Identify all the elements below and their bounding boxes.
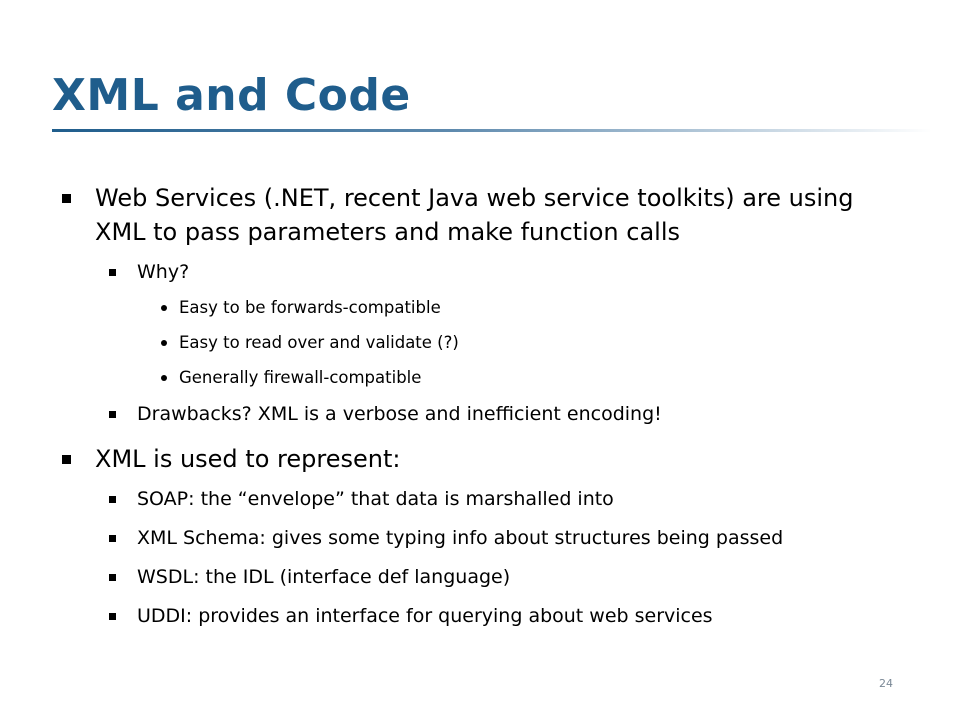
square-bullet-icon	[109, 411, 116, 418]
square-bullet-icon	[109, 496, 116, 503]
square-bullet-icon	[62, 455, 71, 464]
dot-bullet-icon	[161, 375, 167, 381]
sub-sub-bullet-forwards-compatible: Easy to be forwards-compatible	[161, 297, 901, 319]
sub-bullet-drawbacks: Drawbacks? XML is a verbose and ineffici…	[109, 401, 909, 427]
sub-sub-bullet-text: Generally firewall-compatible	[179, 368, 422, 387]
sub-bullet-soap: SOAP: the “envelope” that data is marsha…	[109, 486, 909, 512]
sub-sub-bullet-firewall: Generally firewall-compatible	[161, 367, 901, 389]
square-bullet-icon	[62, 194, 71, 203]
square-bullet-icon	[109, 613, 116, 620]
sub-sub-bullet-text: Easy to be forwards-compatible	[179, 298, 441, 317]
sub-bullet-text: Why?	[137, 261, 190, 283]
title-underline	[52, 129, 932, 132]
sub-bullet-text: XML Schema: gives some typing info about…	[137, 527, 784, 549]
dot-bullet-icon	[161, 340, 167, 346]
sub-bullet-text: Drawbacks? XML is a verbose and ineffici…	[137, 403, 662, 425]
sub-bullet-why: Why?	[109, 259, 909, 285]
square-bullet-icon	[109, 574, 116, 581]
page-number: 24	[879, 677, 893, 690]
bullet-text: Web Services (.NET, recent Java web serv…	[95, 184, 854, 246]
square-bullet-icon	[109, 269, 116, 276]
sub-bullet-xml-schema: XML Schema: gives some typing info about…	[109, 525, 909, 551]
bullet-text: XML is used to represent:	[95, 445, 401, 473]
sub-sub-bullet-read-validate: Easy to read over and validate (?)	[161, 332, 901, 354]
sub-bullet-wsdl: WSDL: the IDL (interface def language)	[109, 564, 909, 590]
slide-title: XML and Code	[52, 70, 411, 121]
bullet-web-services: Web Services (.NET, recent Java web serv…	[62, 181, 922, 249]
sub-bullet-text: SOAP: the “envelope” that data is marsha…	[137, 488, 614, 510]
square-bullet-icon	[109, 535, 116, 542]
sub-bullet-text: WSDL: the IDL (interface def language)	[137, 566, 511, 588]
sub-bullet-uddi: UDDI: provides an interface for querying…	[109, 603, 909, 629]
bullet-xml-represent: XML is used to represent:	[62, 442, 922, 476]
sub-bullet-text: UDDI: provides an interface for querying…	[137, 605, 713, 627]
sub-sub-bullet-text: Easy to read over and validate (?)	[179, 333, 459, 352]
dot-bullet-icon	[161, 305, 167, 311]
